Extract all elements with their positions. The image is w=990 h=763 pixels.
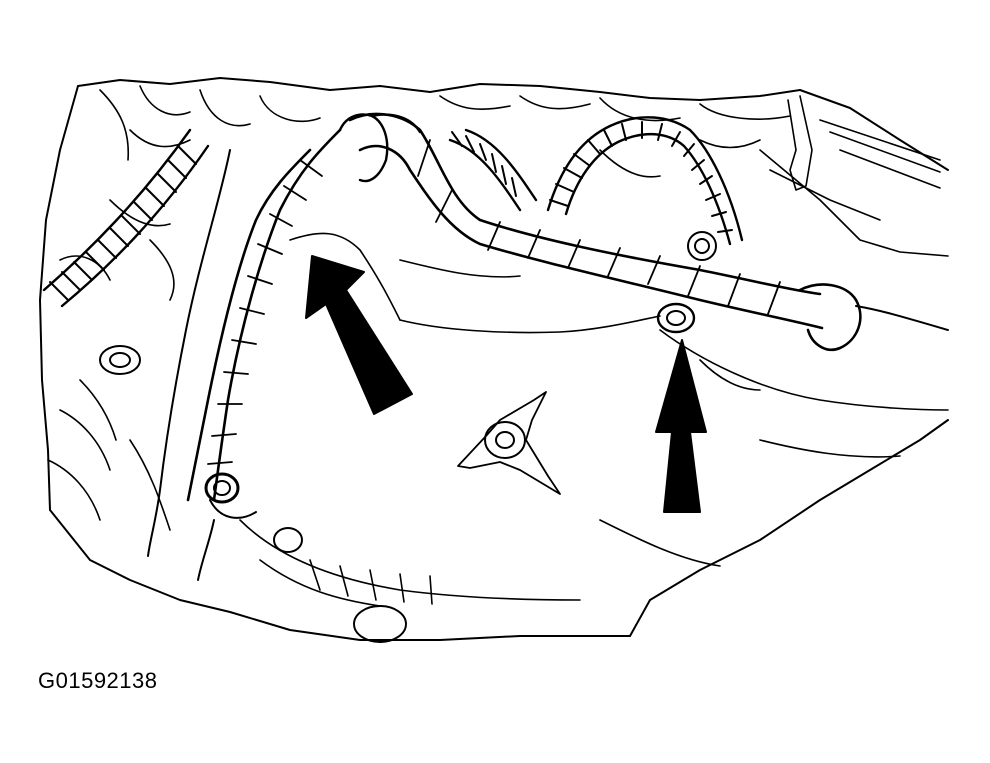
tri-lobe-fastener [457,391,561,495]
arrow-right [655,339,707,513]
left-corrugated-conduit [42,128,210,308]
engine-lower-detail [47,232,949,607]
main-wrapped-harness [348,112,824,330]
bolt-heads [99,231,717,643]
figure-id-label: G01592138 [38,668,158,693]
engine-top-detail [59,85,949,301]
harness-top-loop [338,113,422,183]
arrow-left [305,255,413,415]
vertical-wrapped-harness [147,128,342,581]
upper-corrugated-conduits [448,116,744,246]
harness-connector-right [798,283,949,351]
harness-connector-left [204,472,257,519]
engine-outline [39,77,949,641]
